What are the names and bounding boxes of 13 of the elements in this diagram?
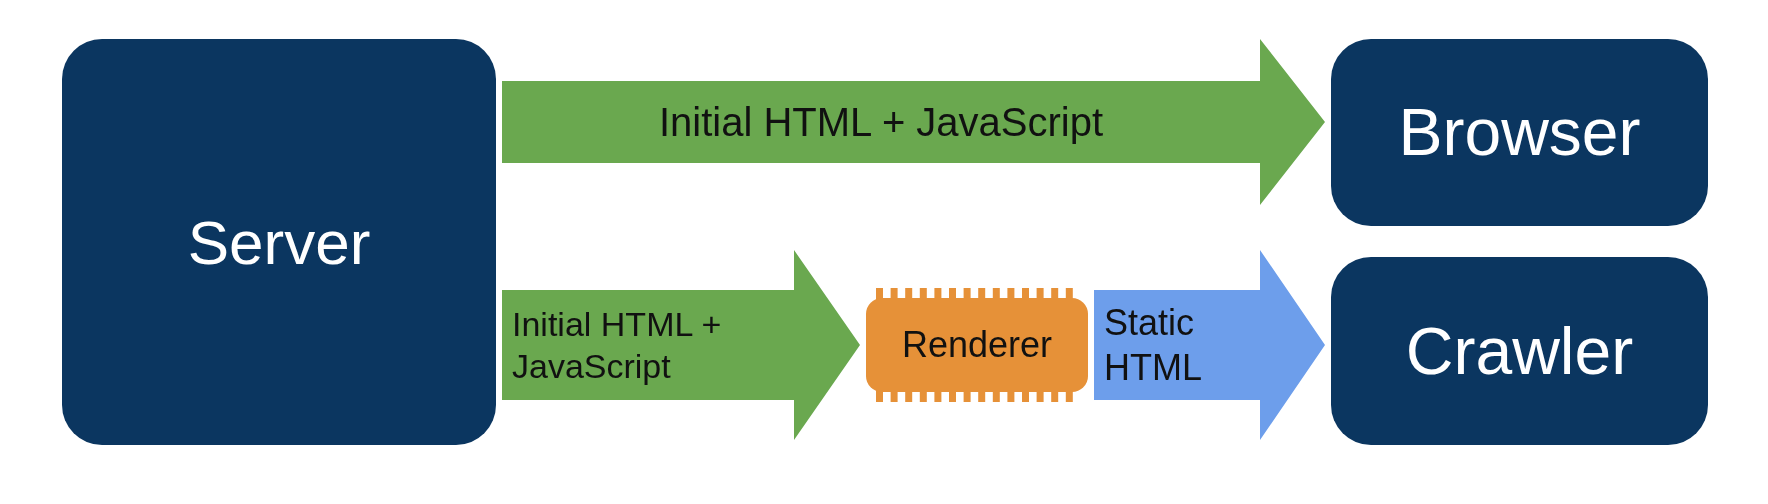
browser-box bbox=[1331, 39, 1708, 226]
server-box bbox=[62, 39, 496, 445]
block-arrow bbox=[1094, 250, 1325, 440]
crawler-box bbox=[1331, 257, 1708, 445]
node-label: Crawler bbox=[1405, 312, 1634, 390]
edge-label: Initial HTML + JavaScript bbox=[512, 303, 723, 387]
block-arrow bbox=[502, 250, 860, 440]
node-label: Browser bbox=[1398, 94, 1641, 171]
node-label: Server bbox=[187, 206, 371, 279]
edge-label: Static HTML bbox=[1104, 301, 1203, 390]
block-arrow bbox=[502, 39, 1325, 205]
edge-label: Initial HTML + JavaScript bbox=[658, 99, 1104, 146]
chip-label: Renderer bbox=[901, 323, 1053, 367]
